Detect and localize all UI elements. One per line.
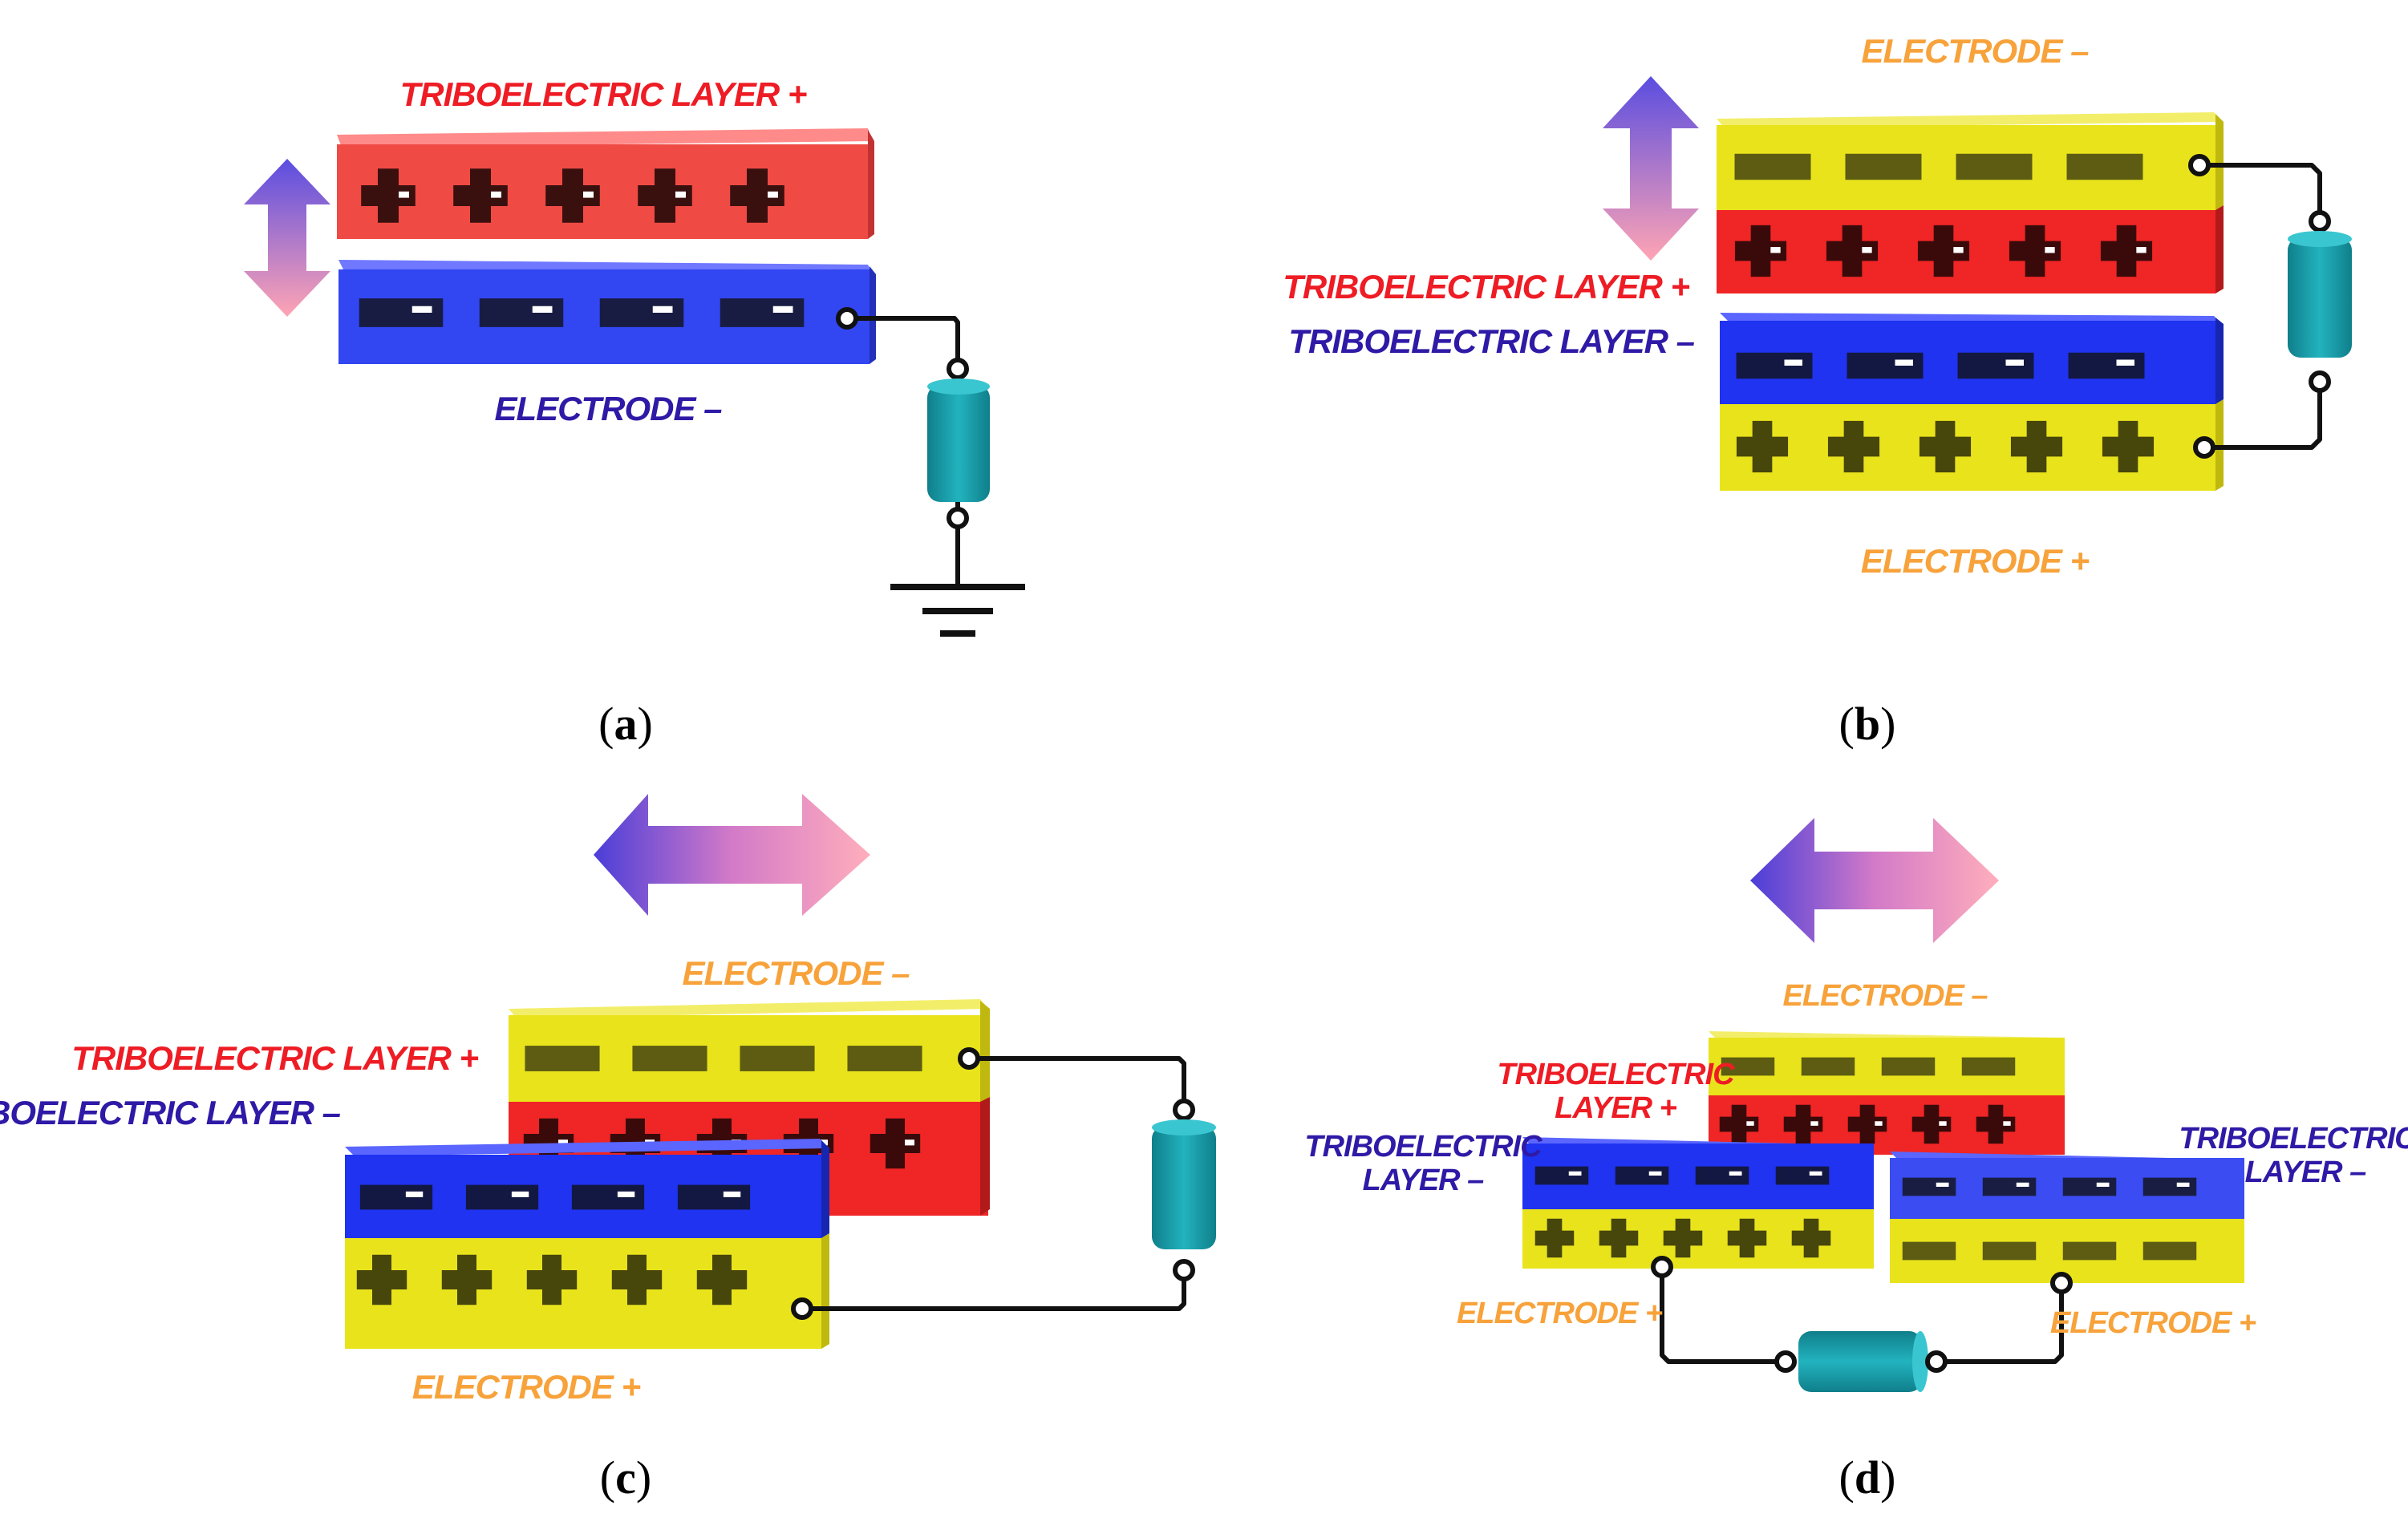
- electrode-minus-block: [338, 260, 876, 364]
- electrode-plus-label: ELECTRODE +: [1861, 542, 2090, 580]
- terminal: [958, 1047, 980, 1070]
- double-arrow-icon: [244, 159, 330, 317]
- electrode-minus-label: ELECTRODE –: [1861, 32, 2089, 70]
- terminal: [791, 1297, 813, 1320]
- wire: [847, 316, 960, 369]
- electrode-plus-label: ELECTRODE +: [2050, 1306, 2256, 1340]
- terminal: [1173, 1259, 1195, 1281]
- load-resistor-icon: [927, 378, 990, 502]
- terminal: [836, 307, 858, 330]
- terminal: [2050, 1272, 2073, 1294]
- wire: [2199, 163, 2322, 221]
- triboelectric-layer-plus-label: TRIBOELECTRIC LAYER +: [1283, 268, 1689, 306]
- electrode-plus-label: ELECTRODE +: [1457, 1297, 1663, 1330]
- caption-c: (c): [600, 1451, 651, 1504]
- triboelectric-layer-minus-block: [1720, 313, 2224, 404]
- wire: [2204, 391, 2322, 450]
- electrode-minus-block: [509, 999, 990, 1102]
- electrode-minus-label: ELECTRODE –: [682, 954, 910, 992]
- caption-a: (a): [598, 698, 653, 750]
- electrode-minus-block: [1709, 1031, 2065, 1095]
- double-arrow-icon: [1603, 76, 1699, 261]
- electrode-plus-block: [1720, 399, 2224, 491]
- load-resistor-icon: [2288, 231, 2352, 358]
- panel-a: TRIBOELECTRIC LAYER + ELECTRODE – (a): [244, 75, 1025, 750]
- caption-b: (b): [1839, 698, 1896, 750]
- terminal: [947, 507, 969, 529]
- layer-plus-label: LAYER +: [1555, 1091, 1677, 1125]
- terminal: [2193, 436, 2215, 459]
- electrode-plus-block: [345, 1233, 829, 1349]
- triboelectric-layer-minus-label: TRIBOELECTRIC LAYER –: [0, 1094, 341, 1131]
- triboelectric-layer-minus-block: [1890, 1152, 2244, 1219]
- panel-b: ELECTRODE – TRIBOELECTRIC LAYER + TRIBOE…: [1283, 32, 2352, 750]
- wire: [969, 1056, 1186, 1107]
- electrode-plus-block: [1890, 1219, 2244, 1283]
- terminal: [2309, 210, 2331, 233]
- triboelectric-word-label: TRIBOELECTRIC: [1304, 1130, 1542, 1164]
- terminal: [1774, 1350, 1797, 1373]
- terminal: [1925, 1350, 1948, 1373]
- terminal: [1173, 1099, 1195, 1121]
- triboelectric-word-label: TRIBOELECTRIC: [1497, 1058, 1735, 1091]
- layer-minus-label: LAYER –: [2245, 1156, 2367, 1189]
- terminal: [2309, 370, 2331, 393]
- layer-minus-label: LAYER –: [1363, 1164, 1485, 1197]
- double-arrow-icon: [594, 794, 870, 916]
- panel-d: ELECTRODE – TRIBOELECTRIC LAYER + TRIBOE…: [1304, 818, 2408, 1504]
- panel-c: ELECTRODE – TRIBOELECTRIC LAYER + TRIBOE…: [0, 794, 1216, 1504]
- electrode-minus-label: ELECTRODE –: [1782, 979, 1988, 1013]
- wire: [802, 1280, 1186, 1311]
- triboelectric-layer-plus-label: TRIBOELECTRIC LAYER +: [71, 1039, 478, 1077]
- triboelectric-layer-minus-label: TRIBOELECTRIC LAYER –: [1288, 322, 1694, 360]
- electrode-minus-label: ELECTRODE –: [494, 390, 722, 427]
- load-resistor-icon: [1798, 1331, 1928, 1392]
- wire: [1946, 1293, 2064, 1364]
- triboelectric-layer-plus-block: [337, 128, 874, 239]
- terminal: [2188, 154, 2211, 176]
- ground-icon: [890, 584, 1025, 637]
- triboelectric-word-label: TRIBOELECTRIC: [2179, 1122, 2408, 1156]
- terminal: [947, 358, 969, 380]
- triboelectric-layer-plus-label: TRIBOELECTRIC LAYER +: [400, 75, 807, 113]
- electrode-plus-label: ELECTRODE +: [412, 1368, 641, 1406]
- triboelectric-layer-minus-block: [345, 1139, 829, 1238]
- terminal: [1651, 1256, 1673, 1278]
- triboelectric-layer-plus-block: [1717, 205, 2224, 293]
- caption-d: (d): [1839, 1451, 1896, 1504]
- wire: [1660, 1277, 1776, 1364]
- electrode-minus-block: [1717, 112, 2224, 210]
- triboelectric-layer-minus-block: [1522, 1137, 1874, 1209]
- electrode-plus-block: [1522, 1209, 1874, 1269]
- load-resistor-icon: [1152, 1119, 1216, 1249]
- double-arrow-icon: [1750, 818, 1999, 943]
